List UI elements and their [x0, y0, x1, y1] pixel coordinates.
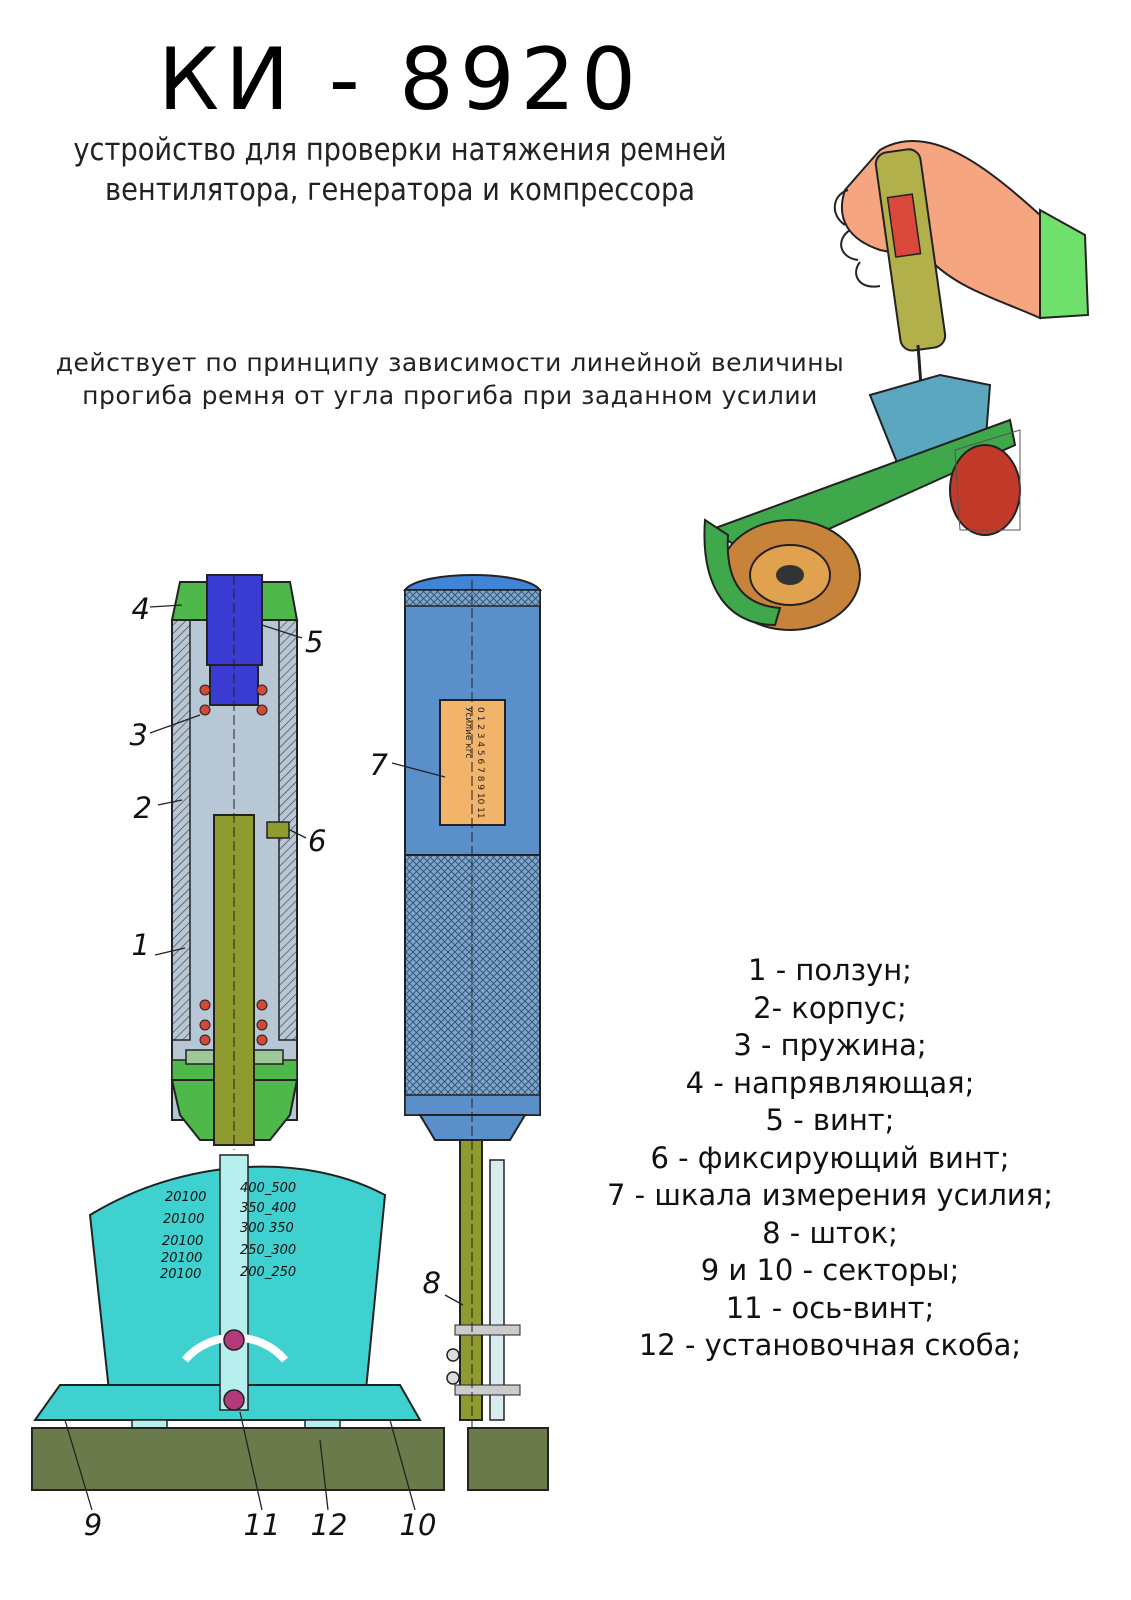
scale-left-label: 20100 — [165, 1190, 206, 1205]
callout-3: 3 — [130, 718, 148, 752]
external-device: 0 1 2 3 4 5 6 7 8 9 10 11 Усилие кгс — [402, 574, 543, 1430]
scale-markings: 20100 20100 20100 20100 20100 400_500 35… — [160, 1181, 296, 1282]
hand-illustration — [703, 139, 1090, 631]
callout-2: 2 — [134, 791, 152, 825]
subtitle-line-2: вентилятора, генератора и компрессора — [105, 172, 695, 208]
parts-legend: 1 - ползун; 2- корпус; 3 - пружина; 4 - … — [560, 952, 1100, 1365]
scale-left-label: 20100 — [161, 1251, 202, 1266]
callout-1: 1 — [132, 928, 150, 962]
legend-item: 5 - винт; — [765, 1103, 895, 1137]
gauge-digits: 0 1 2 3 4 5 6 7 8 9 10 11 — [475, 707, 485, 819]
callout-10: 10 — [400, 1508, 437, 1542]
principle-line-2: прогиба ремня от угла прогиба при заданн… — [82, 381, 818, 410]
legend-item: 2- корпус; — [753, 990, 907, 1025]
callout-12: 12 — [311, 1508, 348, 1542]
scale-right-label: 350_400 — [240, 1201, 296, 1216]
belt-section-right — [467, 1427, 549, 1491]
page-title: КИ - 8920 — [158, 30, 642, 130]
scale-right-label: 300 350 — [240, 1221, 294, 1236]
scale-left-label: 20100 — [160, 1267, 201, 1282]
belt-section-left — [31, 1427, 445, 1491]
callout-7: 7 — [370, 748, 389, 782]
callout-9: 9 — [84, 1508, 102, 1542]
legend-item: 9 и 10 - секторы; — [700, 1253, 960, 1287]
legend-item: 6 - фиксирующий винт; — [650, 1140, 1010, 1175]
scale-left-label: 20100 — [163, 1212, 204, 1227]
callout-6: 6 — [308, 824, 326, 858]
scale-right-label: 400_500 — [240, 1181, 296, 1196]
principle-line-1: действует по принципу зависимости линейн… — [55, 348, 845, 377]
callout-5: 5 — [305, 625, 323, 659]
leader-lines — [64, 604, 464, 1511]
legend-item: 11 - ось-винт; — [725, 1290, 935, 1325]
legend-item: 8 - шток; — [762, 1215, 898, 1250]
scale-left-label: 20100 — [162, 1234, 203, 1249]
callout-11: 11 — [244, 1508, 281, 1542]
legend-item: 7 - шкала измерения усилия; — [607, 1178, 1053, 1212]
legend-item: 12 - установочная скоба; — [638, 1328, 1022, 1362]
scale-right-label: 250_300 — [240, 1243, 296, 1258]
legend-item: 3 - пружина; — [733, 1028, 927, 1062]
callout-8: 8 — [423, 1266, 441, 1300]
subtitle-line-1: устройство для проверки натяжения ремней — [73, 132, 727, 168]
legend-item: 1 - ползун; — [748, 953, 912, 987]
scale-right-label: 200_250 — [240, 1265, 296, 1280]
gauge-title: Усилие кгс — [463, 707, 473, 758]
legend-item: 4 - напрявляющая; — [685, 1065, 975, 1100]
cutaway-device: 20100 20100 20100 20100 20100 400_500 35… — [33, 574, 422, 1443]
callout-4: 4 — [132, 592, 150, 626]
